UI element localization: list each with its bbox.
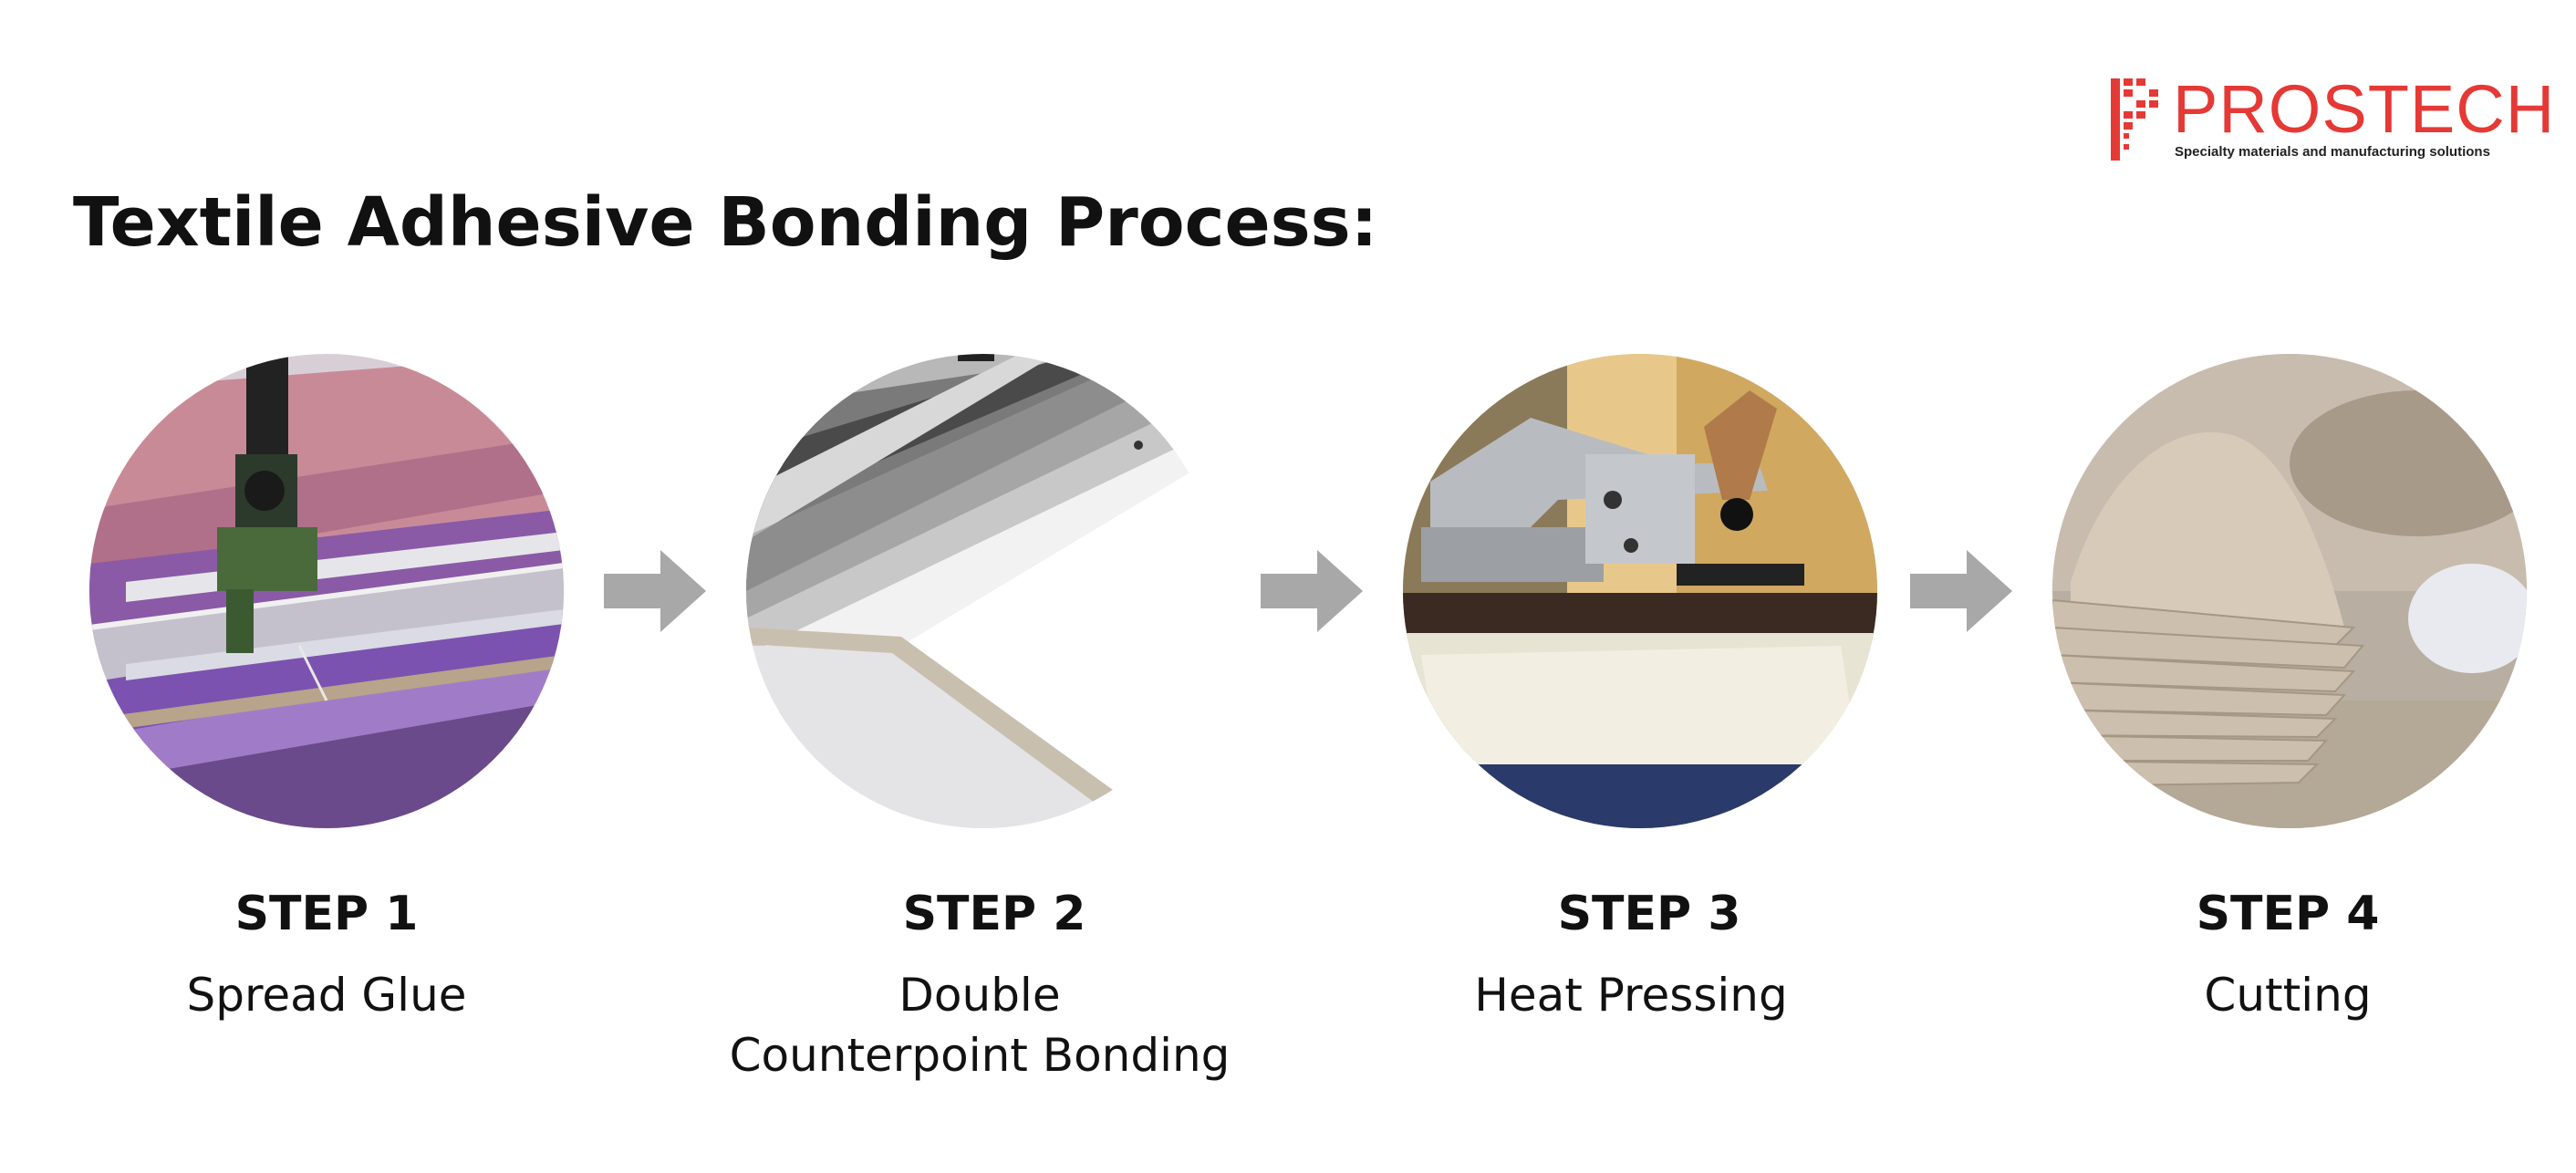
step-2-description-line-2: Counterpoint Bonding bbox=[729, 1029, 1231, 1082]
step-4-image bbox=[2052, 354, 2527, 828]
step-1-description: Spread Glue bbox=[0, 965, 673, 1025]
step-3-label: STEP 3 bbox=[1557, 887, 1741, 941]
step-4-label: STEP 4 bbox=[2196, 887, 2380, 941]
step-1-label: STEP 1 bbox=[234, 887, 419, 941]
step-3-to-4-arrow-icon bbox=[1910, 550, 2012, 632]
step-2-description: Double Counterpoint Bonding bbox=[633, 965, 1326, 1085]
brand-name: PROSTECH bbox=[2173, 71, 2556, 147]
step-3-description-line: Heat Pressing bbox=[1474, 969, 1788, 1022]
prostech-logo: PROSTECH Specialty materials and manufac… bbox=[2107, 73, 2554, 164]
step-2-image bbox=[746, 354, 1220, 828]
step-4-description-line: Cutting bbox=[2204, 969, 2372, 1022]
page-title: Textile Adhesive Bonding Process: bbox=[73, 183, 1378, 262]
step-3-image bbox=[1403, 354, 1877, 828]
step-4-description: Cutting bbox=[1941, 965, 2576, 1025]
step-1-image bbox=[89, 354, 564, 828]
step-2-to-3-arrow-icon bbox=[1261, 550, 1363, 632]
step-2-label: STEP 2 bbox=[902, 887, 1086, 941]
step-2-description-line-1: Double bbox=[898, 969, 1061, 1022]
step-1-description-line: Spread Glue bbox=[186, 969, 467, 1022]
prostech-logo-mark-icon bbox=[2111, 78, 2158, 161]
step-1-to-2-arrow-icon bbox=[604, 550, 706, 632]
brand-tagline: Specialty materials and manufacturing so… bbox=[2175, 144, 2490, 160]
step-3-description: Heat Pressing bbox=[1284, 965, 1978, 1025]
